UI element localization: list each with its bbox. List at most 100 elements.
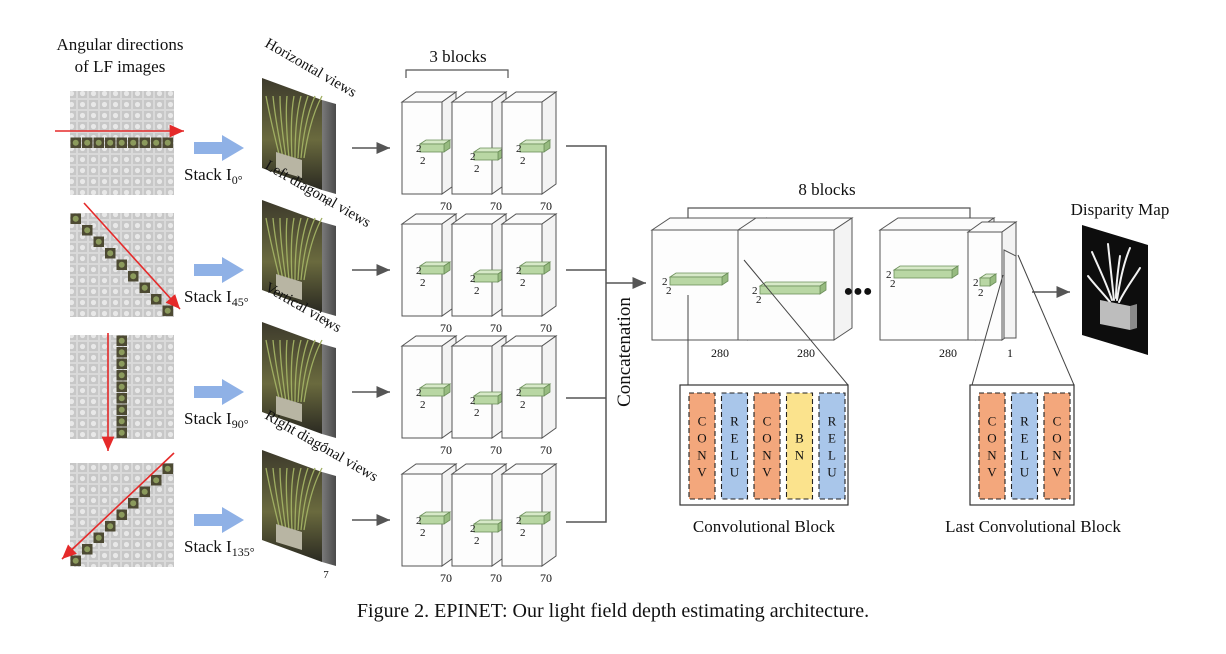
kernel-front xyxy=(519,265,545,275)
kernel-size-label: 2 xyxy=(520,155,526,167)
layer-letter: V xyxy=(987,465,997,480)
layer-letter: R xyxy=(828,414,837,429)
plant-stroke xyxy=(294,339,302,403)
plant-stroke xyxy=(303,339,323,403)
selected-view-plant xyxy=(95,534,102,541)
plant-stroke xyxy=(303,95,323,159)
kernel-size-label: 2 xyxy=(416,265,422,277)
branch-cube xyxy=(450,335,508,439)
branch-kernel xyxy=(518,139,552,153)
angular-title-line2: of LF images xyxy=(75,57,166,76)
kernel-size-label: 2 xyxy=(416,515,422,527)
stack-label-text: Stack I xyxy=(184,537,232,556)
stack-label: Stack I135° xyxy=(184,537,255,559)
layer-letter: O xyxy=(987,431,996,446)
kernel-size-label: 2 xyxy=(978,287,984,299)
stack-arrow-icon xyxy=(194,257,244,283)
angular-title-line1: Angular directions xyxy=(57,35,184,54)
branch-blocks-label: 3 blocks xyxy=(429,47,486,66)
kernel-front xyxy=(519,143,545,153)
zoom-lines xyxy=(687,254,1075,386)
kernel-size-label: 2 xyxy=(420,399,426,411)
selected-view-plant xyxy=(141,284,148,291)
branch-cube xyxy=(450,213,508,317)
layer-letter: B xyxy=(795,431,804,446)
channel-label: 70 xyxy=(490,443,502,457)
layer-letter: V xyxy=(697,465,707,480)
stack-label-subscript: 0° xyxy=(232,173,243,187)
selected-view-plant xyxy=(84,227,91,234)
kernel-front xyxy=(419,515,445,525)
channel-label: 70 xyxy=(490,199,502,213)
plant-stroke xyxy=(300,339,316,403)
layer-letter: O xyxy=(697,431,706,446)
layer-box xyxy=(1010,392,1039,500)
stack-side-face xyxy=(322,472,336,566)
plant-stroke xyxy=(300,95,316,159)
selected-view-plant xyxy=(118,511,125,518)
kernel-front xyxy=(473,523,499,533)
selected-view-plant xyxy=(107,250,114,257)
ellipsis: ●●● xyxy=(844,283,873,300)
layer-letter: C xyxy=(698,414,707,429)
selected-view-plant xyxy=(72,139,79,146)
trunk-kernel xyxy=(758,281,828,295)
plant-stroke xyxy=(279,217,287,281)
direction-arrow xyxy=(61,452,175,560)
stack-label-text: Stack I xyxy=(184,165,232,184)
channel-label: 70 xyxy=(440,443,452,457)
figure-caption: Figure 2. EPINET: Our light field depth … xyxy=(356,600,870,622)
channel-label: 70 xyxy=(440,571,452,585)
kernel-size-label: 2 xyxy=(520,277,526,289)
selected-view-plant xyxy=(95,139,102,146)
branch-kernel xyxy=(472,391,506,405)
branch-kernel xyxy=(518,511,552,525)
kernel-front xyxy=(519,515,545,525)
selected-view-plant xyxy=(141,139,148,146)
final-output-slab xyxy=(1003,249,1017,339)
plant-stroke xyxy=(279,339,287,403)
stack-depth-label: 7 xyxy=(323,441,329,453)
layer-letter: E xyxy=(828,431,836,446)
kernel-size-label: 2 xyxy=(470,395,476,407)
selected-view-plant xyxy=(118,406,125,413)
selected-view-plant xyxy=(118,360,125,367)
layer-box xyxy=(720,392,749,500)
plant-stroke xyxy=(272,217,284,281)
cube-front xyxy=(879,229,977,341)
selected-view-plant xyxy=(107,139,114,146)
plant-stroke xyxy=(285,339,290,403)
layer-letter: R xyxy=(730,414,739,429)
kernel-size-label: 2 xyxy=(886,269,892,281)
selected-view-plant xyxy=(118,429,125,436)
layer-box xyxy=(978,392,1006,500)
kernel-size-label: 2 xyxy=(470,151,476,163)
kernel-front xyxy=(669,276,723,286)
kernel-size-label: 2 xyxy=(474,285,480,297)
stack-arrow-icon xyxy=(194,379,244,405)
plant-stroke xyxy=(272,95,284,159)
branch-blocks-brace xyxy=(405,69,509,78)
layer-letter: O xyxy=(1052,431,1061,446)
selected-view-plant xyxy=(72,557,79,564)
direction-arrow xyxy=(83,202,181,310)
kernel-size-label: 2 xyxy=(516,515,522,527)
branch-cube xyxy=(450,463,508,567)
pot-shape xyxy=(276,396,302,422)
stack-label-subscript: 45° xyxy=(232,295,249,309)
pot-shape xyxy=(276,152,302,178)
plant-stroke xyxy=(285,95,290,159)
kernel-size-label: 2 xyxy=(662,276,668,288)
last-block-box xyxy=(969,384,1075,506)
layer-box xyxy=(688,392,716,500)
kernel-front xyxy=(419,265,445,275)
kernel-front xyxy=(473,273,499,283)
